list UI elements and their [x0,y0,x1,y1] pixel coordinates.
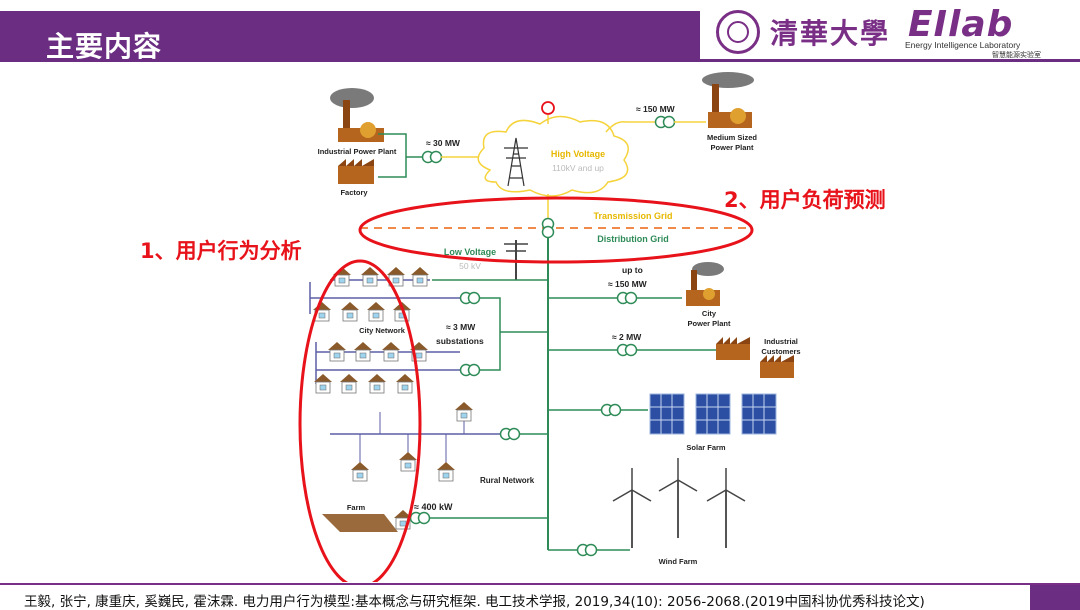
industrial-power-plant-icon [330,88,384,142]
city-network: City Network [309,266,460,394]
rural-network [330,401,500,482]
industrial-customers-label-1: Industrial [764,337,798,346]
high-voltage-label: High Voltage [551,149,605,159]
wind-farm-label: Wind Farm [659,557,698,566]
substations-label: substations [436,336,484,346]
mw2-label: ≈ 2 MW [612,332,642,342]
industrial-customers-icon [716,337,794,378]
logo-area: 清華大學 EIlab Energy Intelligence Laborator… [708,4,1080,59]
factory-icon [338,159,374,184]
high-voltage-cloud [477,115,629,197]
factory-label: Factory [340,188,368,197]
industrial-plant-label: Industrial Power Plant [318,147,397,156]
user-behavior-ellipse [298,259,422,582]
kw400-label: ≈ 400 kW [414,502,453,512]
solar-farm-label: Solar Farm [686,443,726,452]
industrial-customers-label-2: Customers [761,347,800,356]
slide-title: 主要内容 [46,30,163,63]
load-forecast-ellipse [358,196,754,264]
load-forecast-annotation: 2、用户负荷预测 [724,188,886,212]
city-network-label: City Network [359,326,406,335]
wind-turbines-icon [612,457,746,549]
generator-icon [541,101,555,115]
citation-text: 王毅, 张宁, 康重庆, 奚巍民, 霍沫霖. 电力用户行为模型:基本概念与研究框… [24,594,925,610]
user-behavior-annotation: 1、用户行为分析 [140,239,302,263]
rural-network-label: Rural Network [480,476,535,485]
tsinghua-seal-icon [716,10,760,54]
mw150-top-label: ≈ 150 MW [636,104,676,114]
title-bar: 主要内容 [0,11,700,63]
medium-plant-label-1: Medium Sized [707,133,757,142]
footer-corner-block [1030,585,1080,610]
city-plant-label-1: City [702,309,717,318]
lv-range-label: 50 kV [459,261,481,271]
eilab-subtitle-cn: 智慧能源实验室 [992,51,1041,59]
slide-header: 主要内容 清華大學 EIlab Energy Intelligence Labo… [0,0,1080,63]
mw150-city-label: ≈ 150 MW [608,279,648,289]
solar-panels-icon [649,393,777,435]
low-voltage-label: Low Voltage [444,247,496,257]
eilab-logo: EIlab [908,4,1014,45]
footer-divider [0,583,1080,585]
upto-label: up to [622,265,643,275]
header-divider [0,59,1080,62]
power-grid-diagram: Industrial Power Plant Factory ≈ 30 MW H… [140,72,886,582]
farm-field-icon [322,514,398,532]
mw3-label: ≈ 3 MW [446,322,476,332]
transmission-grid-label: Transmission Grid [593,211,672,221]
tsinghua-logo-text: 清華大學 [770,17,891,50]
city-plant-label-2: Power Plant [688,319,731,328]
hv-range-label: 110kV and up [552,163,604,173]
farm-label: Farm [347,503,366,512]
distribution-grid-label: Distribution Grid [597,234,669,244]
mw30-label: ≈ 30 MW [426,138,461,148]
medium-plant-label-2: Power Plant [711,143,754,152]
medium-power-plant-icon [702,72,754,128]
eilab-subtitle: Energy Intelligence Laboratory [905,40,1021,50]
city-power-plant-icon [686,262,724,306]
